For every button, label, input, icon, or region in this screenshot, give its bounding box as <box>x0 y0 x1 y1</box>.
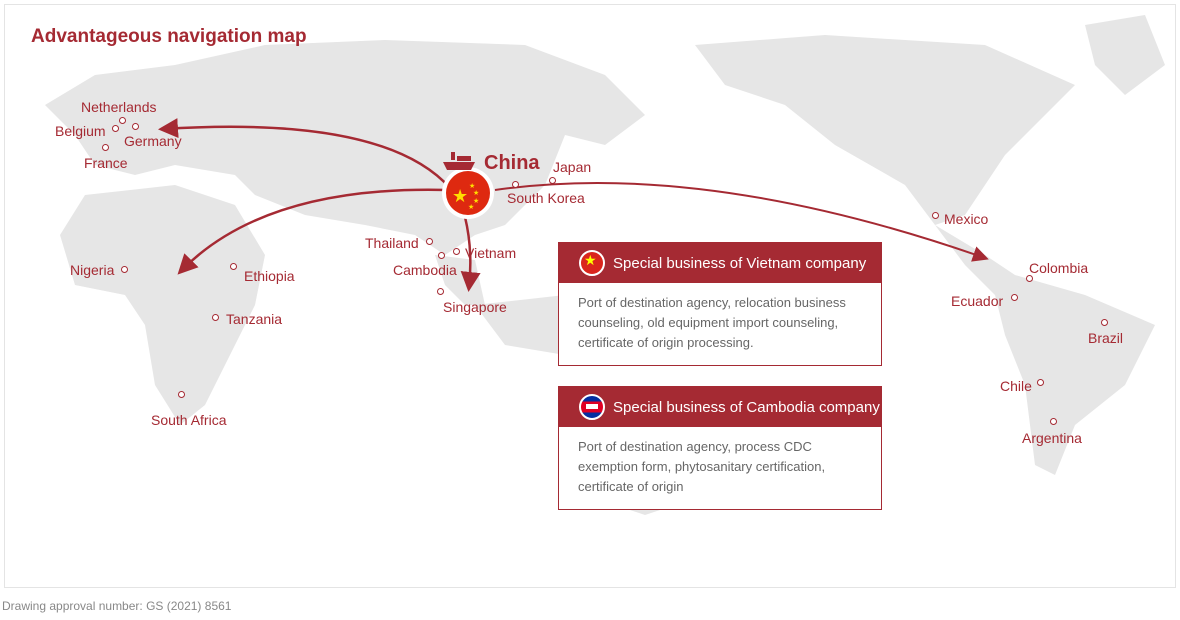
card-title: Special business of Cambodia company <box>613 398 880 416</box>
city-marker-singapore <box>437 288 444 295</box>
city-label-thailand: Thailand <box>365 235 419 251</box>
svg-text:★: ★ <box>469 182 475 190</box>
page-title: Advantageous navigation map <box>31 26 307 47</box>
city-label-germany: Germany <box>124 133 182 149</box>
city-marker-brazil <box>1101 319 1108 326</box>
city-marker-nigeria <box>121 266 128 273</box>
city-marker-ethiopia <box>230 263 237 270</box>
city-label-singapore: Singapore <box>443 299 507 315</box>
vietnam-card: ★ Special business of Vietnam company Por… <box>558 242 882 366</box>
city-label-chile: Chile <box>1000 378 1032 394</box>
ship-icon <box>443 152 475 170</box>
city-marker-cambodia <box>438 252 445 259</box>
city-marker-argentina <box>1050 418 1057 425</box>
card-body: Port of destination agency, process CDC … <box>578 439 826 494</box>
city-label-tanzania: Tanzania <box>226 311 283 327</box>
svg-text:★: ★ <box>452 186 468 206</box>
city-label-cambodia: Cambodia <box>393 262 457 278</box>
card-title: Special business of Vietnam company <box>613 254 867 272</box>
city-marker-mexico <box>932 212 939 219</box>
city-label-netherlands: Netherlands <box>81 99 157 115</box>
route-arrows <box>158 118 989 292</box>
city-label-japan: Japan <box>553 159 592 175</box>
approval-number: Drawing approval number: GS (2021) 8561 <box>2 599 232 613</box>
city-marker-france <box>102 144 109 151</box>
city-marker-thailand <box>426 238 433 245</box>
svg-text:★: ★ <box>468 203 474 211</box>
city-label-nigeria: Nigeria <box>70 262 115 278</box>
city-marker-netherlands <box>119 117 126 124</box>
city-marker-chile <box>1037 379 1044 386</box>
route-europe <box>158 118 451 189</box>
cambodia-flag-icon <box>579 394 605 420</box>
city-label-ethiopia: Ethiopia <box>244 268 295 284</box>
city-label-ecuador: Ecuador <box>951 293 1004 309</box>
city-label-vietnam: Vietnam <box>465 245 517 261</box>
city-marker-germany <box>132 123 139 130</box>
city-label-france: France <box>84 155 128 171</box>
origin-label: China <box>484 152 540 174</box>
city-label-colombia: Colombia <box>1029 260 1089 276</box>
city-marker-ecuador <box>1011 294 1018 301</box>
city-marker-tanzania <box>212 314 219 321</box>
city-label-brazil: Brazil <box>1088 330 1124 346</box>
china-flag-icon: ★ ★★ ★★ <box>442 167 494 219</box>
city-marker-south-africa <box>178 391 185 398</box>
city-marker-vietnam <box>453 248 460 255</box>
route-africa <box>177 188 449 275</box>
city-marker-south-korea <box>512 181 519 188</box>
svg-text:★: ★ <box>473 189 479 197</box>
vietnam-flag-icon: ★ <box>579 250 605 276</box>
city-marker-colombia <box>1026 275 1033 282</box>
route-americas <box>494 182 989 262</box>
svg-text:★: ★ <box>473 197 479 205</box>
city-marker-belgium <box>112 125 119 132</box>
route-singapore <box>460 216 481 292</box>
city-label-argentina: Argentina <box>1022 430 1082 446</box>
city-marker-japan <box>549 177 556 184</box>
city-label-mexico: Mexico <box>944 211 989 227</box>
city-label-south-africa: South Africa <box>151 412 227 428</box>
cambodia-card: Special business of Cambodia company Por… <box>558 386 882 510</box>
card-body: Port of destination agency, relocation b… <box>578 295 846 350</box>
city-label-south-korea: South Korea <box>507 190 585 206</box>
city-label-belgium: Belgium <box>55 123 106 139</box>
